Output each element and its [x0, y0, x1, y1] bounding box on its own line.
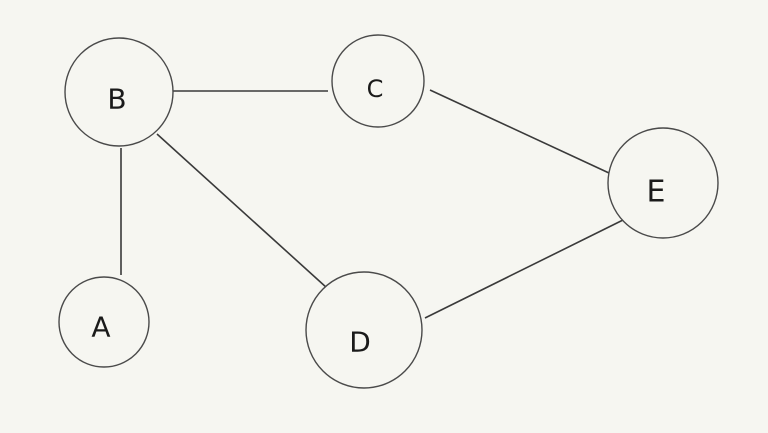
node-e-label: E — [647, 175, 666, 210]
edge-c-e — [429, 89, 610, 174]
node-a[interactable]: A — [58, 276, 150, 368]
node-c-circle — [331, 34, 425, 128]
node-a-circle — [58, 276, 150, 368]
edge-d-e — [424, 219, 624, 319]
node-e[interactable]: E — [607, 127, 719, 239]
edges-layer — [120, 89, 624, 319]
node-b-label: B — [107, 83, 126, 116]
nodes-layer: A B C D E — [58, 34, 719, 389]
node-e-circle — [607, 127, 719, 239]
node-b-circle — [64, 37, 174, 147]
node-d-circle — [305, 271, 423, 389]
node-c[interactable]: C — [331, 34, 425, 128]
node-d[interactable]: D — [305, 271, 423, 389]
node-c-label: C — [367, 75, 384, 103]
node-b[interactable]: B — [64, 37, 174, 147]
node-d-label: D — [349, 326, 371, 359]
node-a-label: A — [91, 311, 110, 344]
edge-b-d — [156, 133, 328, 289]
